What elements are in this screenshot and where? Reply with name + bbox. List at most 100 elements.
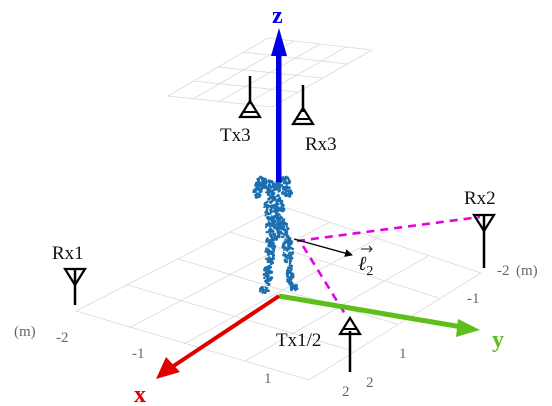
body-point (269, 263, 273, 266)
body-point (284, 228, 287, 231)
y-unit-label: (m) (516, 263, 538, 279)
body-point (264, 291, 267, 294)
body-point (272, 248, 276, 252)
body-point (284, 191, 288, 194)
y-tick-3: 2 (366, 375, 374, 391)
tx3-label: Tx3 (220, 125, 251, 146)
svg-text:ℓ2: ℓ2 (358, 253, 373, 279)
y-axis-label: y (492, 327, 504, 353)
body-point (278, 213, 281, 216)
x-tick-1: -1 (132, 346, 145, 362)
body-point (275, 203, 278, 206)
rx1-label: Rx1 (52, 243, 84, 264)
body-point (266, 289, 270, 293)
body-point (288, 190, 292, 194)
body-point (260, 285, 264, 289)
body-point (267, 282, 271, 286)
body-point (281, 245, 285, 249)
body-point (288, 269, 292, 274)
x-tick-labels: (m) -2 -1 1 2 (14, 324, 350, 400)
body-point (263, 276, 266, 280)
body-point (289, 240, 293, 244)
body-point (283, 179, 286, 182)
body-point (271, 237, 275, 241)
body-point (269, 250, 273, 254)
body-point (268, 278, 272, 282)
body-point (285, 225, 288, 228)
body-point (268, 221, 271, 224)
x-axis-label: x (134, 382, 146, 406)
body-point (269, 200, 273, 204)
body-point (288, 281, 292, 286)
body-point (270, 270, 273, 273)
body-point (257, 179, 261, 183)
body-point (259, 191, 262, 194)
body-point (278, 219, 282, 222)
body-point (285, 189, 288, 192)
body-point (279, 208, 282, 212)
y-tick-labels: -2 (m) -1 1 2 (366, 263, 538, 391)
body-point (252, 191, 255, 194)
body-point (271, 246, 274, 250)
body-point (284, 238, 287, 241)
body-point (268, 225, 271, 228)
body-point (272, 225, 276, 229)
body-point (258, 192, 260, 194)
antenna-rx3: Rx3 (291, 85, 337, 155)
body-point (275, 212, 279, 216)
body-point (281, 177, 285, 181)
body-point (259, 184, 263, 188)
body-point (271, 242, 275, 246)
body-point (276, 222, 281, 227)
body-point (286, 269, 289, 273)
body-point (289, 284, 293, 288)
x-tick-2: 1 (264, 371, 272, 387)
human-point-cloud (252, 175, 299, 294)
body-point (281, 232, 284, 235)
body-point (290, 288, 293, 291)
body-point (288, 264, 291, 267)
body-point (270, 180, 274, 184)
body-point (270, 206, 274, 209)
body-point (276, 194, 280, 198)
body-point (265, 191, 267, 194)
body-point (263, 268, 266, 272)
body-point (287, 254, 291, 258)
body-point (265, 226, 268, 229)
body-point (288, 194, 292, 198)
dashed-line-to-rx2 (296, 215, 481, 243)
body-point (282, 232, 287, 236)
body-point (266, 200, 269, 204)
body-point (276, 200, 279, 202)
body-point (283, 254, 286, 257)
body-point (268, 196, 271, 198)
body-point (279, 226, 283, 229)
body-point (284, 194, 288, 198)
body-point (287, 179, 291, 183)
body-point (271, 185, 275, 189)
body-point (268, 233, 272, 236)
body-point (261, 289, 265, 293)
body-point (277, 207, 280, 211)
x-tick-3: 2 (342, 384, 350, 400)
body-point (266, 192, 271, 197)
body-point (285, 260, 289, 264)
floor-grid (75, 205, 482, 381)
body-point (269, 210, 273, 214)
body-point (267, 223, 271, 226)
body-point (269, 258, 273, 262)
body-point (275, 186, 279, 190)
body-point (269, 223, 272, 226)
antenna-rx1: Rx1 (52, 243, 87, 305)
body-point (279, 202, 284, 206)
body-point (271, 255, 275, 259)
body-point (275, 205, 279, 208)
body-point (293, 284, 297, 289)
body-point (288, 266, 292, 270)
body-point (284, 176, 288, 180)
body-point (273, 196, 277, 200)
body-point (282, 188, 285, 191)
body-point (282, 207, 286, 211)
